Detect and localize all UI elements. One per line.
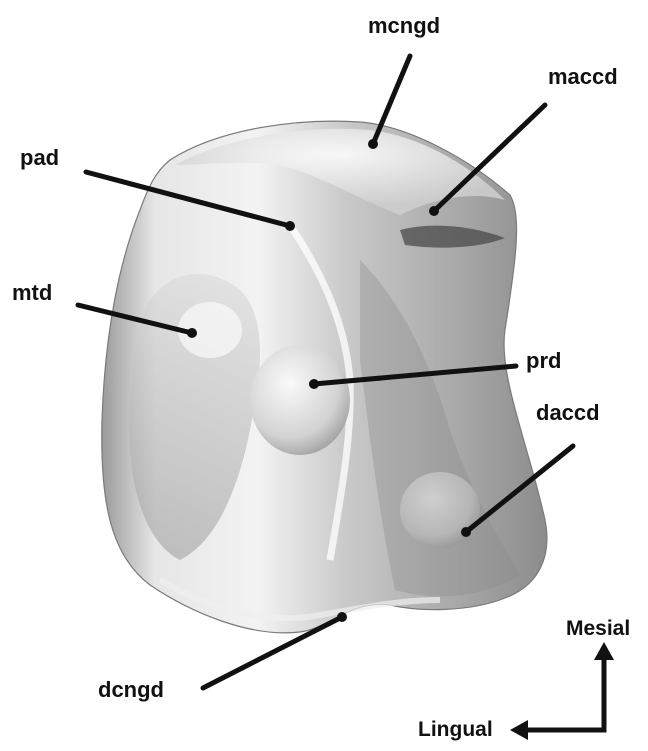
arrow-left-icon	[510, 720, 528, 740]
label-dcngd: dcngd	[98, 677, 164, 702]
label-mtd: mtd	[12, 280, 52, 305]
orientation-axes	[520, 652, 604, 730]
label-prd: prd	[526, 348, 561, 373]
label-pad: pad	[20, 145, 59, 170]
protocone-bump	[250, 345, 350, 455]
dot-maccd	[429, 206, 439, 216]
label-mcngd: mcngd	[368, 13, 440, 38]
dot-mtd	[187, 328, 197, 338]
dot-dcngd	[337, 612, 347, 622]
dot-daccd	[461, 527, 471, 537]
dot-pad	[285, 221, 295, 231]
label-daccd: daccd	[536, 400, 600, 425]
tooth-crown	[102, 121, 547, 633]
arrow-up-icon	[594, 642, 614, 660]
dot-prd	[309, 379, 319, 389]
dot-mcngd	[368, 139, 378, 149]
label-lingual: Lingual	[418, 718, 493, 741]
label-mesial: Mesial	[566, 617, 630, 640]
label-maccd: maccd	[548, 64, 618, 89]
orientation-indicator: Mesial Lingual	[418, 617, 630, 741]
